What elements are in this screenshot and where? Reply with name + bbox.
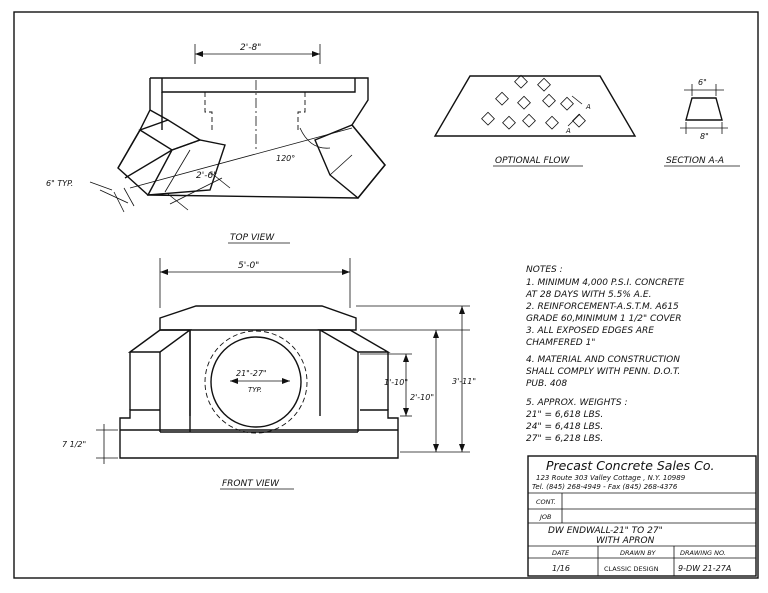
note-line: 27" = 6,218 LBS. (526, 434, 603, 444)
note-line: 24" = 6,418 LBS. (526, 422, 603, 432)
note-line: 5. APPROX. WEIGHTS : (526, 398, 628, 408)
date-label: DATE (552, 549, 570, 557)
company-address: 123 Route 303 Valley Cottage , N.Y. 1098… (536, 474, 686, 482)
company-name: Precast Concrete Sales Co. (546, 458, 714, 473)
top-view-label: TOP VIEW (230, 233, 275, 243)
date-value: 1/16 (552, 564, 570, 573)
drawing-title-line2: WITH APRON (596, 536, 655, 546)
dim-pipe-range: 21"-27" (236, 369, 267, 378)
drawing-no-value: 9-DW 21-27A (678, 564, 731, 573)
dim-top-width: 2'-8" (240, 43, 261, 53)
optional-flow-diagram (433, 74, 637, 137)
note-line: 1. MINIMUM 4,000 P.S.I. CONCRETE (526, 278, 685, 288)
job-label: JOB (538, 513, 552, 521)
front-view (96, 258, 470, 464)
section-a-a (680, 84, 728, 134)
company-phone: Tel. (845) 268-4949 - Fax (845) 268-4376 (532, 483, 678, 491)
dim-apron: 7 1/2" (62, 440, 86, 449)
front-view-label: FRONT VIEW (222, 479, 280, 489)
dim-top-typ: 6" TYP. (46, 179, 73, 188)
section-mark-a-lower: A (565, 127, 571, 135)
dim-h2: 2'-10" (410, 393, 434, 402)
note-line: 3. ALL EXPOSED EDGES ARE (526, 326, 654, 336)
top-view (89, 44, 386, 213)
section-label: SECTION A-A (666, 156, 724, 166)
section-mark-a-upper: A (585, 103, 591, 111)
drawn-by-value: CLASSIC DESIGN (604, 565, 659, 573)
notes-block: NOTES : 1. MINIMUM 4,000 P.S.I. CONCRETE… (525, 265, 685, 444)
note-line: AT 28 DAYS WITH 5.5% A.E. (525, 290, 651, 300)
dim-top-diag: 2'-6" (196, 171, 217, 181)
cont-label: CONT. (536, 498, 556, 506)
drawing-no-label: DRAWING NO. (680, 549, 726, 557)
note-line: SHALL COMPLY WITH PENN. D.O.T. (526, 367, 680, 377)
note-line: 2. REINFORCEMENT-A.S.T.M. A615 (526, 302, 679, 312)
note-line: 4. MATERIAL AND CONSTRUCTION (526, 355, 680, 365)
dim-h3: 3'-11" (452, 377, 476, 386)
note-line: GRADE 60,MINIMUM 1 1/2" COVER (526, 314, 682, 324)
note-line: 21" = 6,618 LBS. (526, 410, 603, 420)
dim-top-angle: 120° (276, 154, 295, 163)
drawn-by-label: DRAWN BY (620, 549, 657, 557)
note-line: CHAMFERED 1" (526, 338, 595, 348)
notes-heading: NOTES : (526, 265, 563, 275)
drawing-title-line1: DW ENDWALL-21" TO 27" (548, 526, 663, 536)
sheet-border (13, 11, 759, 579)
optional-flow-label: OPTIONAL FLOW (495, 156, 571, 166)
dim-section-bottom: 8" (700, 132, 709, 141)
dim-section-top: 6" (698, 78, 707, 87)
note-line: PUB. 408 (526, 379, 567, 389)
dim-h1: 1'-10" (384, 378, 408, 387)
dim-pipe-typ: TYP. (248, 386, 262, 394)
dim-front-width: 5'-0" (238, 261, 259, 271)
title-block (527, 455, 757, 577)
